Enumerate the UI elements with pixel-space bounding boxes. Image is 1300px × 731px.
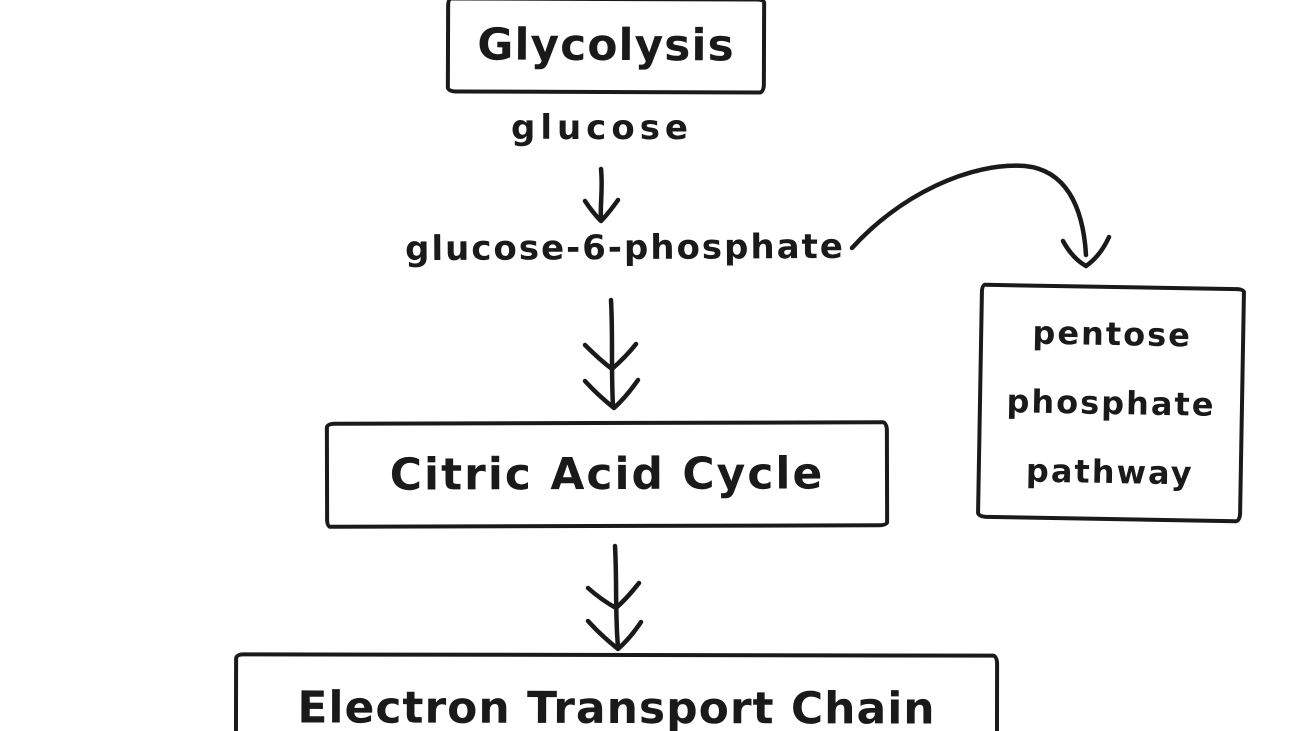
arrow-g6p-to-citric-acid-cycle-icon (582, 297, 641, 411)
arrow-glucose-to-g6p-icon (582, 166, 621, 224)
node-citric-acid-cycle: Citric Acid Cycle (324, 420, 890, 529)
node-glycolysis: Glycolysis (445, 0, 767, 95)
node-glucose-label: glucose (510, 108, 693, 148)
pathway-line: pathway (1025, 451, 1194, 492)
pentose-line: pentose (1032, 313, 1193, 354)
arrow-citric-to-etc-icon (585, 543, 644, 652)
node-electron-transport-chain-label: Electron Transport Chain (297, 682, 936, 731)
node-glycolysis-label: Glycolysis (477, 19, 735, 72)
node-electron-transport-chain: Electron Transport Chain (233, 652, 1000, 731)
node-pentose-phosphate-pathway: pentose phosphate pathway (975, 282, 1247, 524)
arrow-g6p-to-pentose-pathway-icon (849, 163, 1112, 269)
node-citric-acid-cycle-label: Citric Acid Cycle (389, 448, 825, 501)
phosphate-line: phosphate (1006, 381, 1216, 424)
node-glucose-6-phosphate-label: glucose-6-phosphate (404, 226, 846, 270)
